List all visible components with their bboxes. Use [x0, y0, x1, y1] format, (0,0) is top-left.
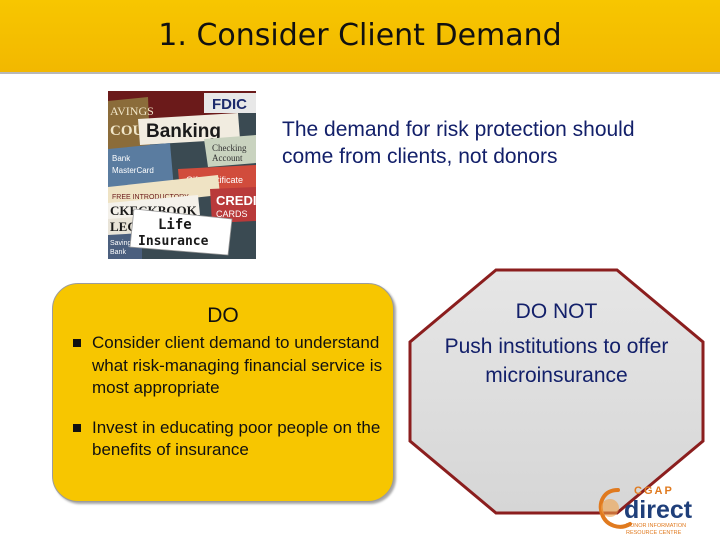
- credit-label: CREDIT: [216, 193, 256, 208]
- savings-bank-label: Savings: [110, 240, 135, 247]
- do-item: Invest in educating poor people on the b…: [73, 417, 388, 462]
- tagline-line-2: RESOURCE CENTRE: [626, 530, 682, 536]
- square-bullet-icon: [73, 339, 81, 347]
- lead-statement: The demand for risk protection should co…: [282, 118, 635, 168]
- mastercard-label: MasterCard: [112, 166, 154, 175]
- cgap-direct-logo: CGAP direct DONOR INFORMATION RESOURCE C…: [598, 485, 693, 536]
- do-item: Consider client demand to understand wha…: [73, 332, 388, 400]
- cou-label: COU: [110, 123, 144, 139]
- do-heading: DO: [207, 304, 239, 327]
- life-label: Life: [158, 217, 192, 233]
- do-not-text: Push institutions to offer microinsuranc…: [444, 335, 669, 387]
- cards-label: CARDS: [216, 209, 248, 219]
- do-item-text: Consider client demand to understand wha…: [92, 333, 383, 397]
- title-bar: [0, 0, 720, 74]
- do-panel: DO Consider client demand to understand …: [52, 283, 394, 502]
- free-intro-label: FREE INTRODUCTORY: [112, 194, 189, 201]
- do-not-heading: DO NOT: [515, 300, 598, 323]
- square-bullet-icon: [73, 423, 81, 432]
- tagline-line-1: DONOR INFORMATION: [626, 523, 686, 529]
- banking-collage-image: FDIC AVINGS COU Banking Bank MasterCard …: [108, 91, 256, 259]
- do-list: Consider client demand to understand wha…: [73, 332, 388, 479]
- slide-title: 1. Consider Client Demand: [158, 18, 562, 53]
- insurance-label: Insurance: [138, 234, 209, 249]
- direct-label: direct: [624, 496, 693, 524]
- savings-label: AVINGS: [110, 104, 154, 118]
- account-label: Account: [212, 153, 243, 163]
- do-item-text: Invest in educating poor people on the b…: [92, 417, 381, 460]
- fdic-label: FDIC: [212, 96, 247, 113]
- checking-label: Checking: [212, 143, 247, 153]
- bank-label: Bank: [112, 154, 131, 163]
- bank-label-2: Bank: [110, 249, 126, 256]
- banking-label: Banking: [146, 121, 221, 142]
- cgap-label: CGAP: [634, 485, 674, 497]
